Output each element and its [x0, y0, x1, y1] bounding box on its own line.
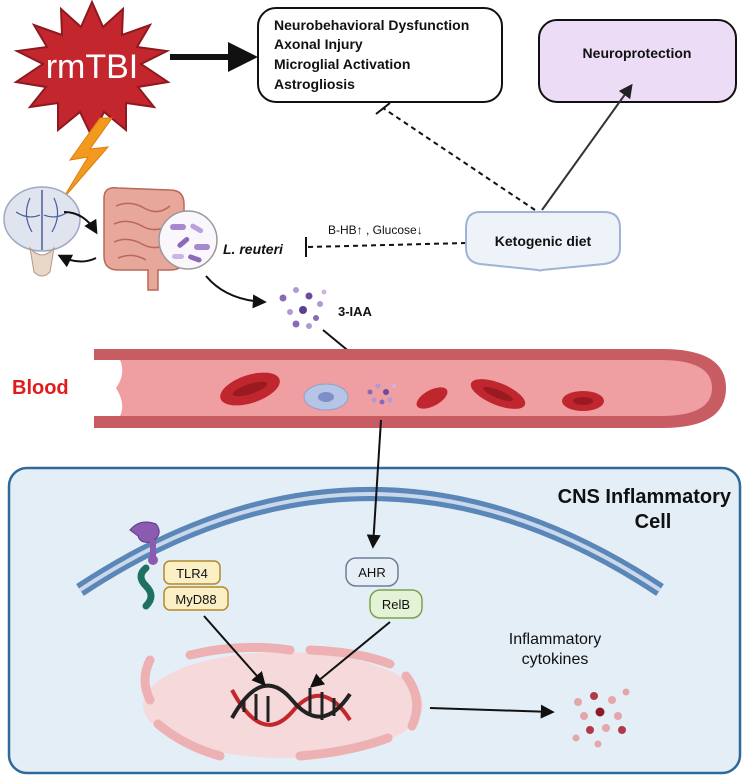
diet-effect-label: B-HB↑ , Glucose↓: [328, 223, 423, 237]
arrow-gut-to-brain: [57, 254, 97, 268]
dna-helix-icon: [230, 683, 352, 727]
inhibit-diet-to-l-reuteri: [307, 242, 467, 248]
ketogenic-diet-box: Ketogenic diet: [465, 211, 621, 272]
cns-cell-title-line2: Cell: [635, 511, 672, 533]
nucleus: [140, 642, 423, 761]
arrow-relb-to-dna: [309, 621, 391, 688]
rmtbi-label: rmTBI: [46, 48, 139, 86]
outcome-axonal-injury: Axonal Injury: [274, 36, 363, 52]
tlr4-box: TLR4: [163, 560, 221, 585]
arrow-blood-to-ahr: [366, 419, 382, 549]
brain-icon: [3, 186, 81, 277]
ketogenic-diet-label: Ketogenic diet: [495, 233, 592, 249]
cytokines-label-line2: cytokines: [522, 651, 589, 668]
neuroprotection-box: Neuroprotection: [538, 19, 737, 103]
arrow-brain-to-gut: [63, 211, 98, 235]
3iaa-in-blood-icon: [367, 383, 396, 405]
arrow-microbes-to-3iaa: [205, 275, 267, 309]
inhibit-bar-outcomes: [375, 102, 391, 115]
ahr-label: AHR: [358, 565, 385, 580]
arrow-nucleus-to-cytokines: [429, 704, 555, 719]
arrow-diet-to-neuroprotection: [541, 83, 633, 211]
neuroprotection-label: Neuroprotection: [583, 45, 692, 61]
rmtbi-burst: rmTBI: [13, 0, 171, 140]
l-reuteri-label: L. reuteri: [223, 241, 284, 257]
ahr-box: AHR: [345, 557, 399, 587]
blood-label: Blood: [12, 377, 69, 399]
3iaa-label: 3-IAA: [338, 304, 373, 319]
cns-cell-title-line1: CNS Inflammatory: [558, 486, 732, 508]
lightning-bolt-icon: [61, 117, 113, 201]
arrow-myd88-to-dna: [203, 615, 266, 687]
blood-cells: [220, 372, 604, 411]
outcome-neurobehavioral: Neurobehavioral Dysfunction: [274, 17, 469, 33]
blood-vessel: [94, 349, 726, 428]
relb-label: RelB: [382, 597, 410, 612]
myd88-label: MyD88: [175, 592, 216, 607]
outcome-astrogliosis: Astrogliosis: [274, 76, 355, 92]
tlr4-receptor-icon: [129, 521, 160, 610]
inhibit-diet-to-outcomes: [382, 107, 536, 211]
outcomes-box: Neurobehavioral Dysfunction Axonal Injur…: [257, 7, 503, 103]
relb-box: RelB: [369, 589, 423, 619]
rbc-2: [416, 387, 448, 409]
cytokine-particles-icon: [572, 688, 630, 748]
outcome-microglial: Microglial Activation: [274, 56, 410, 72]
tlr4-label: TLR4: [176, 566, 208, 581]
cytokines-label-line1: Inflammatory: [509, 631, 601, 648]
l-reuteri-microbes-icon: [158, 210, 218, 270]
myd88-box: MyD88: [163, 586, 229, 611]
3iaa-particles-icon: [279, 287, 327, 329]
